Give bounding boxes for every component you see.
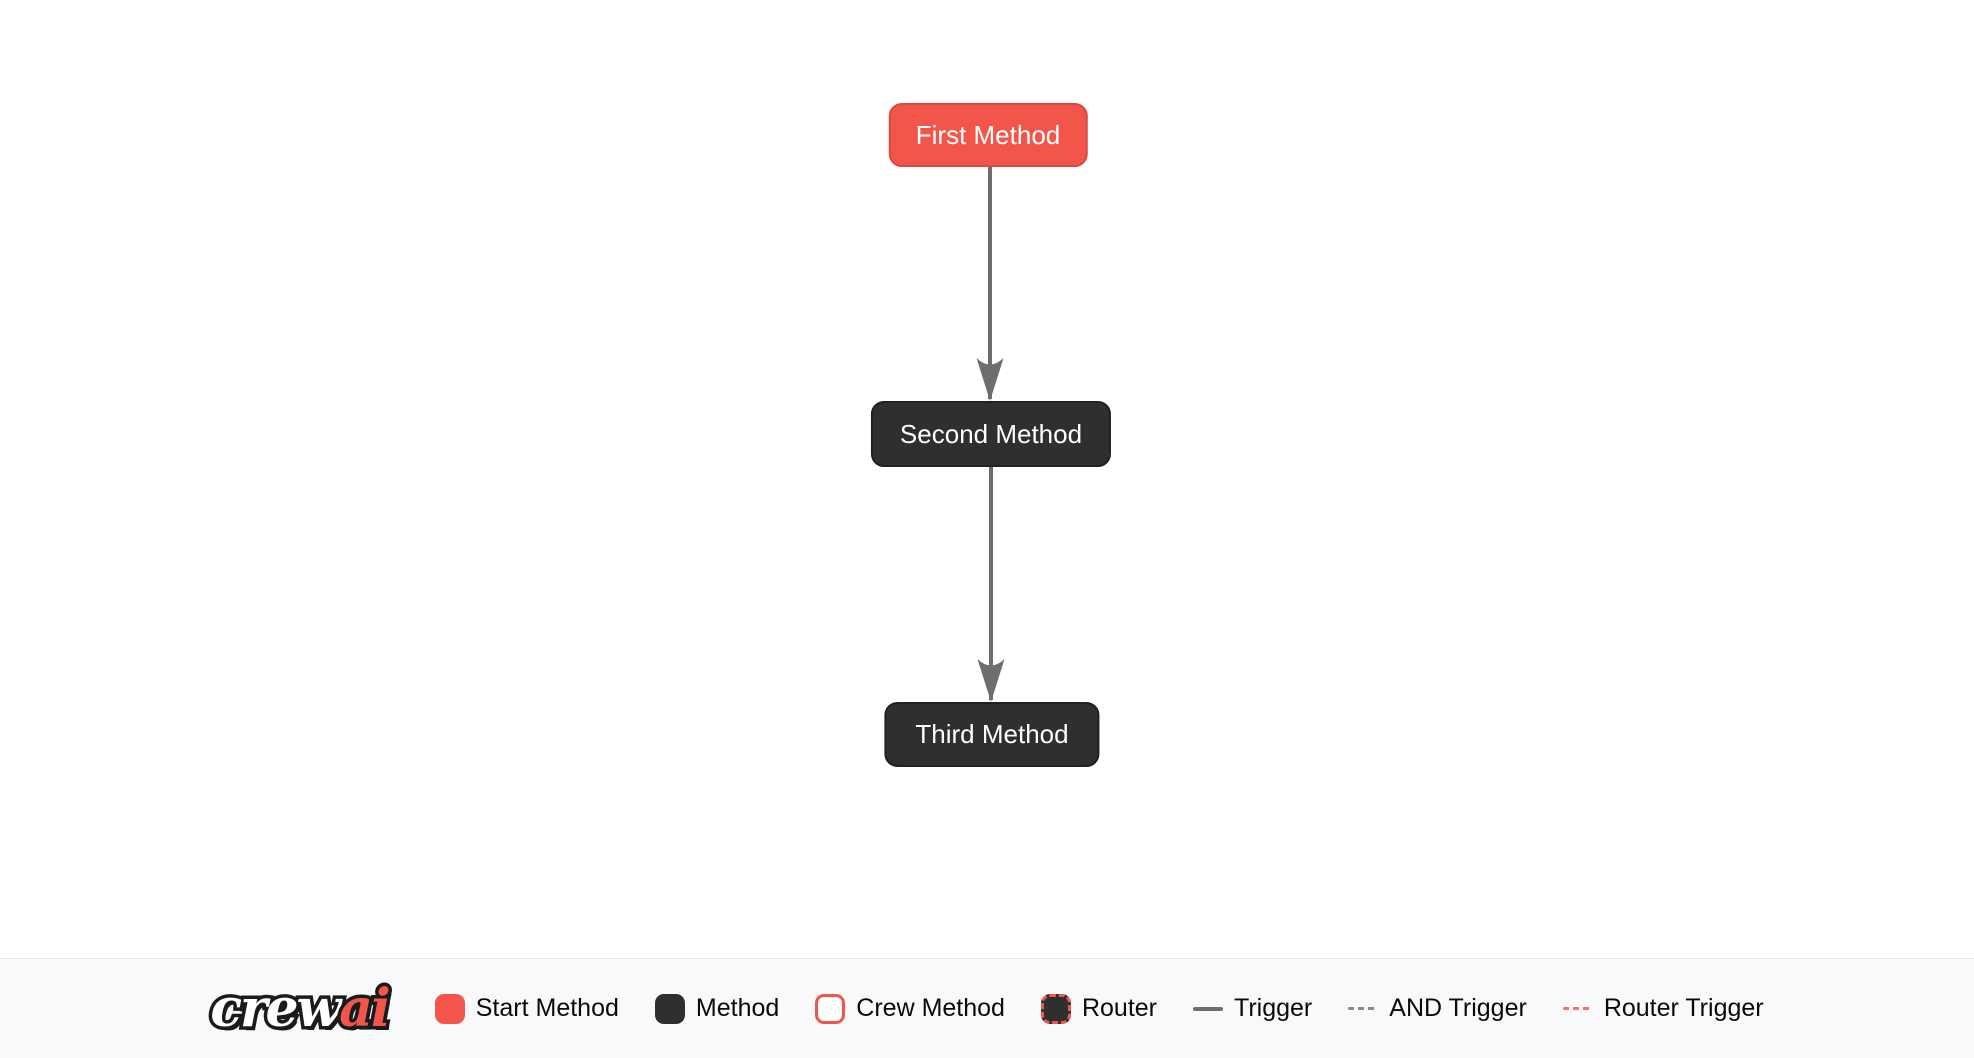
legend-item-start-method: Start Method [434,993,619,1024]
crew-method-swatch-icon [815,993,846,1024]
logo-text-crew: crew [207,975,345,1043]
legend-label: AND Trigger [1389,994,1527,1022]
arrowhead-icon [976,358,1004,401]
start-method-swatch-icon [434,993,465,1024]
node-label: Third Method [915,719,1069,749]
and-trigger-line-icon [1348,1007,1379,1010]
router-swatch-icon [1040,993,1071,1024]
legend-label: Router [1081,994,1157,1022]
node-first-method[interactable]: First Method [888,103,1088,167]
legend-item-trigger: Trigger [1193,994,1312,1023]
node-label: Second Method [899,418,1083,449]
legend-item-method: Method [654,993,780,1024]
legend-item-crew-method: Crew Method [815,993,1005,1024]
node-label: First Method [915,119,1061,150]
router-trigger-line-icon [1562,1007,1593,1010]
node-third-method[interactable]: Third Method [884,702,1100,767]
method-swatch-icon [654,993,685,1024]
logo-text-ai: ai [336,975,395,1043]
legend-item-router-trigger: Router Trigger [1562,994,1764,1023]
legend-label: Router Trigger [1603,994,1764,1022]
legend-label: Start Method [475,994,619,1022]
legend-label: Method [695,994,780,1022]
edge-trigger-second-third [977,466,1005,702]
trigger-line-icon [1193,1006,1223,1011]
legend-bar: crewai Start Method Method Crew Method R… [0,958,1974,1058]
node-second-method[interactable]: Second Method [870,401,1112,467]
legend-label: Crew Method [856,994,1005,1022]
legend-item-router: Router [1040,993,1157,1024]
flow-canvas[interactable]: First Method Second Method Third Method [0,0,1974,958]
arrowhead-icon [977,659,1005,702]
edge-trigger-first-second [976,166,1004,401]
legend-label: Trigger [1234,994,1313,1022]
legend-item-and-trigger: AND Trigger [1348,994,1527,1023]
crewai-logo: crewai [207,975,395,1043]
